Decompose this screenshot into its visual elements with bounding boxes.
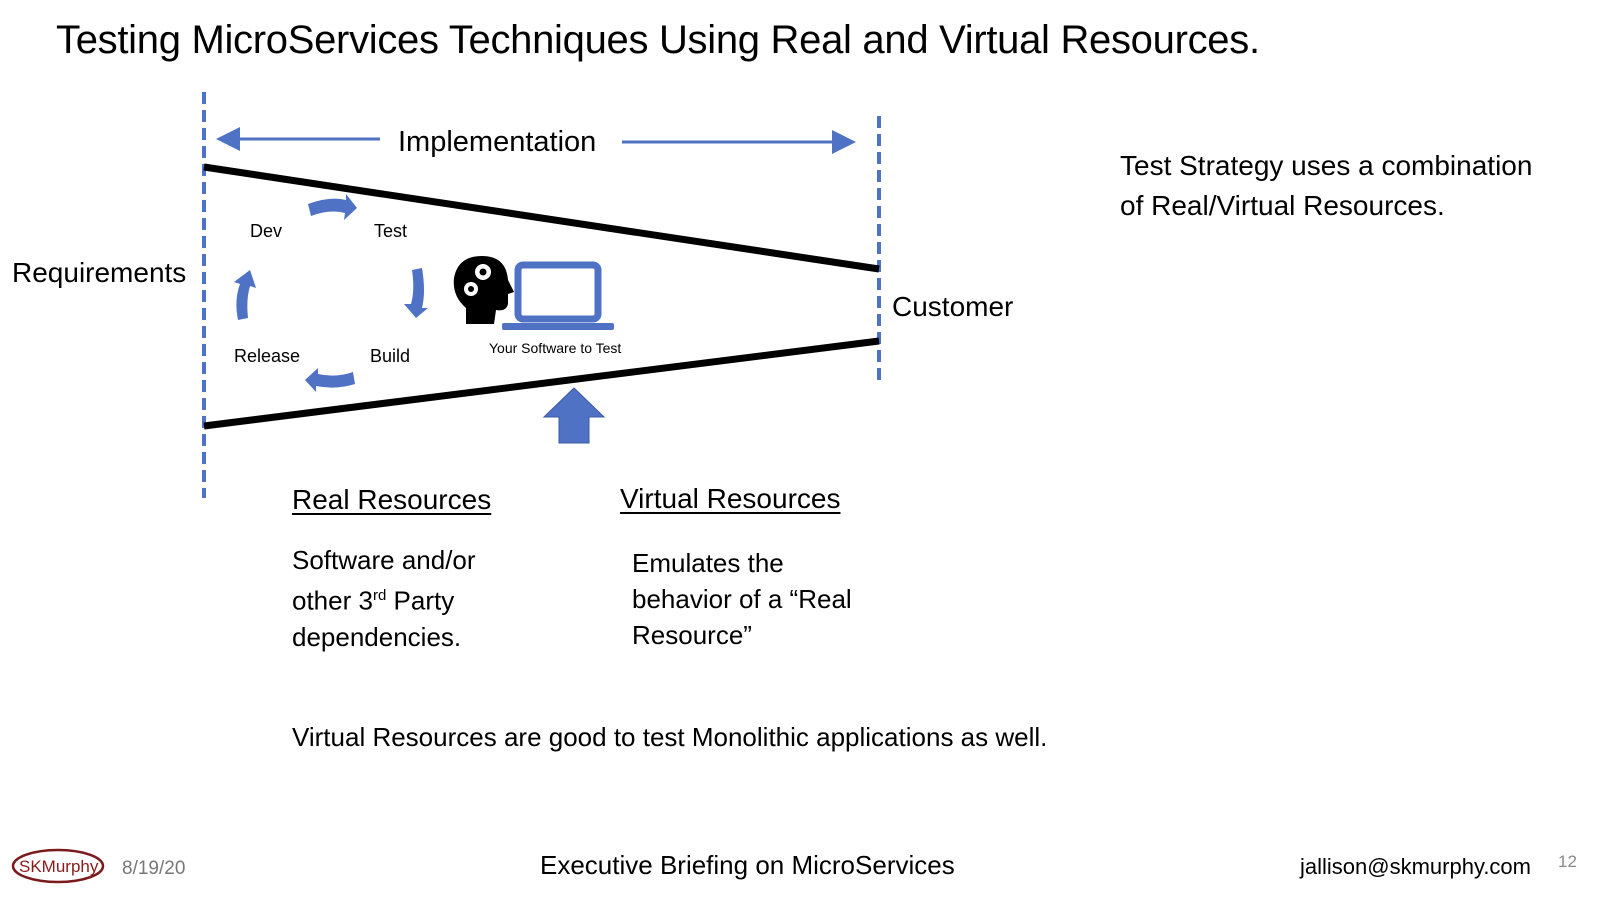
real-resources-description: Software and/or other 3rd Party dependen… bbox=[292, 542, 476, 655]
cycle-arrow-dev-to-test bbox=[308, 194, 357, 220]
laptop-icon bbox=[502, 261, 614, 330]
virtual-line-2: behavior of a “Real bbox=[632, 584, 852, 614]
cycle-step-test: Test bbox=[374, 221, 407, 241]
footer-title: Executive Briefing on MicroServices bbox=[540, 850, 955, 880]
real-line-1: Software and/or bbox=[292, 545, 476, 575]
customer-label: Customer bbox=[892, 291, 1013, 322]
cycle-step-build: Build bbox=[370, 346, 410, 366]
software-label: Your Software to Test bbox=[489, 340, 621, 356]
monolithic-note: Virtual Resources are good to test Monol… bbox=[292, 722, 1048, 752]
skmurphy-logo: SKMurphy bbox=[11, 848, 105, 884]
real-line-3: dependencies. bbox=[292, 621, 462, 652]
footer-date: 8/19/20 bbox=[122, 858, 186, 879]
virtual-line-3: Resource” bbox=[632, 620, 752, 650]
page-number: 12 bbox=[1558, 852, 1577, 871]
implementation-label: Implementation bbox=[398, 126, 596, 158]
virtual-resources-description: Emulates the behavior of a “Real Resourc… bbox=[632, 545, 852, 653]
cycle-arrow-build-to-release bbox=[305, 368, 355, 392]
strategy-note: Test Strategy uses a combination of Real… bbox=[1120, 150, 1533, 221]
cycle-arrow-release-to-dev bbox=[234, 270, 256, 320]
real-line-2-post: Party bbox=[386, 585, 455, 616]
up-arrow-icon bbox=[542, 387, 606, 444]
cycle-step-dev: Dev bbox=[250, 221, 282, 241]
virtual-line-1: Emulates the bbox=[632, 548, 784, 578]
logo-text: SKMurphy bbox=[19, 857, 99, 876]
real-resources-heading: Real Resources bbox=[292, 484, 492, 515]
footer-email: jallison@skmurphy.com bbox=[1300, 854, 1531, 879]
requirements-label: Requirements bbox=[12, 257, 186, 288]
real-line-2: other 3rd Party bbox=[292, 578, 476, 619]
cycle-step-release: Release bbox=[234, 346, 300, 366]
superscript-rd: rd bbox=[372, 587, 387, 604]
head-gears-icon bbox=[453, 256, 514, 324]
funnel-bottom-line bbox=[203, 337, 880, 430]
real-line-2-pre: other 3 bbox=[292, 585, 373, 616]
slide-title: Testing MicroServices Techniques Using R… bbox=[56, 18, 1260, 62]
funnel-top-line bbox=[203, 163, 880, 273]
cycle-arrow-test-to-build bbox=[404, 268, 428, 318]
virtual-resources-heading: Virtual Resources bbox=[620, 483, 841, 514]
